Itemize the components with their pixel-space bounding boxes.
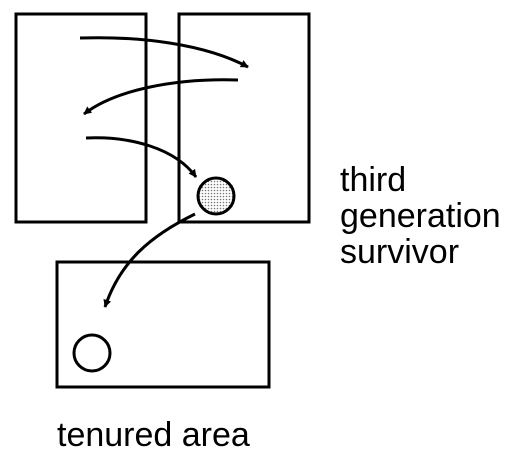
tenured-object — [72, 333, 112, 373]
copy-arrow-first — [79, 36, 249, 69]
survivor-space-a — [14, 12, 148, 224]
tenured-area-label: tenured area — [57, 416, 250, 454]
copy-arrow-third — [85, 136, 198, 178]
copy-arrow-second — [83, 78, 239, 116]
survivor-label-line2: generation — [340, 197, 501, 235]
promotion-arrow — [103, 212, 196, 308]
survivor-label-line1: third — [340, 161, 406, 199]
survivor-object — [196, 176, 236, 216]
survivor-label-line3: survivor — [340, 233, 459, 271]
survivor-space-b — [177, 12, 311, 224]
tenured-area-box — [55, 260, 271, 389]
